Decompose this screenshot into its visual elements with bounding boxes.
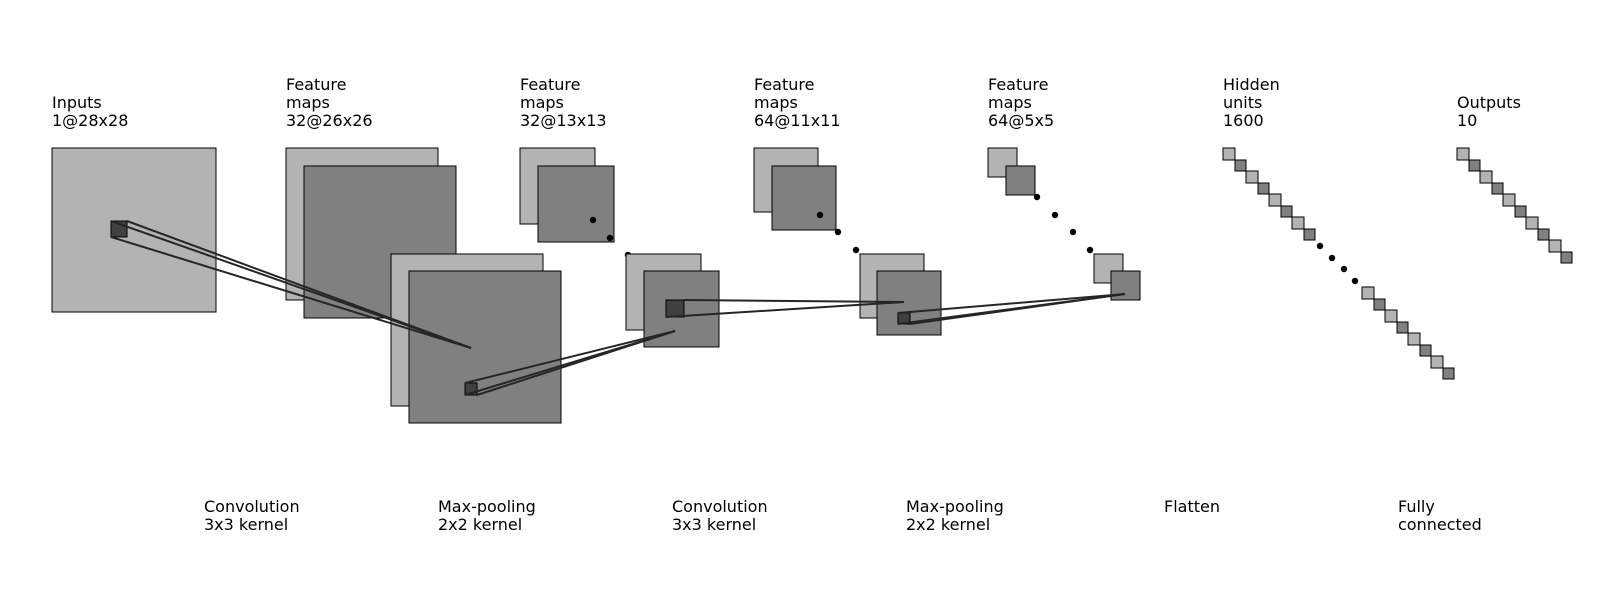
ellipsis-dot xyxy=(1033,193,1041,201)
operation-label: Flatten xyxy=(1164,497,1220,516)
unit xyxy=(1548,239,1562,253)
unit xyxy=(1222,147,1236,161)
ellipsis-dot xyxy=(1340,265,1348,273)
unit xyxy=(1280,205,1293,218)
unit xyxy=(1407,332,1421,346)
unit xyxy=(1419,344,1432,357)
unit xyxy=(1245,170,1259,184)
unit xyxy=(1384,309,1398,323)
ellipsis-dot xyxy=(816,211,824,219)
projection-line xyxy=(897,293,1126,325)
unit xyxy=(1234,159,1247,172)
unit xyxy=(1537,228,1550,241)
ellipsis-dot xyxy=(1051,211,1059,219)
kernel-projection-lines xyxy=(110,220,1126,396)
unit xyxy=(1268,193,1282,207)
unit xyxy=(1491,182,1504,195)
unit xyxy=(1502,193,1516,207)
projection-line xyxy=(897,293,1126,314)
unit xyxy=(1291,216,1305,230)
projection-line xyxy=(464,330,676,384)
unit xyxy=(1303,228,1316,241)
unit xyxy=(1560,251,1573,264)
ellipsis-dot xyxy=(1069,228,1077,236)
layer-outputs xyxy=(1456,147,1573,264)
unit xyxy=(1525,216,1539,230)
unit xyxy=(1373,298,1386,311)
layer-feature-maps-3 xyxy=(753,147,942,336)
projection-line xyxy=(110,236,472,349)
ellipsis-dot xyxy=(852,246,860,254)
unit xyxy=(1430,355,1444,369)
layer-feature-maps-4 xyxy=(987,147,1141,301)
ellipsis-dot xyxy=(589,216,597,224)
projection-line xyxy=(683,299,905,303)
unit xyxy=(1396,321,1409,334)
feature-map xyxy=(537,165,615,243)
unit xyxy=(1514,205,1527,218)
feature-map xyxy=(408,270,562,424)
ellipsis-dot xyxy=(1316,242,1324,250)
unit xyxy=(1361,286,1375,300)
conv2-kernel-patch xyxy=(665,299,685,318)
layer-feature-maps-1 xyxy=(285,147,562,424)
unit xyxy=(1442,367,1455,380)
ellipsis-dot xyxy=(606,234,614,242)
layer-feature-maps-2 xyxy=(519,147,720,348)
ellipsis-dot xyxy=(1086,246,1094,254)
unit xyxy=(1468,159,1481,172)
unit xyxy=(1456,147,1470,161)
feature-map xyxy=(771,165,837,231)
layer-hidden-units xyxy=(1222,147,1455,380)
projection-line xyxy=(665,301,905,318)
unit xyxy=(1479,170,1493,184)
unit xyxy=(1257,182,1270,195)
feature-map xyxy=(1005,165,1036,196)
projection-line xyxy=(464,330,676,396)
ellipsis-dot xyxy=(1351,277,1359,285)
projection-line xyxy=(126,220,472,349)
ellipsis-dot xyxy=(1328,254,1336,262)
feature-map xyxy=(987,147,1018,178)
ellipsis-dot xyxy=(834,228,842,236)
